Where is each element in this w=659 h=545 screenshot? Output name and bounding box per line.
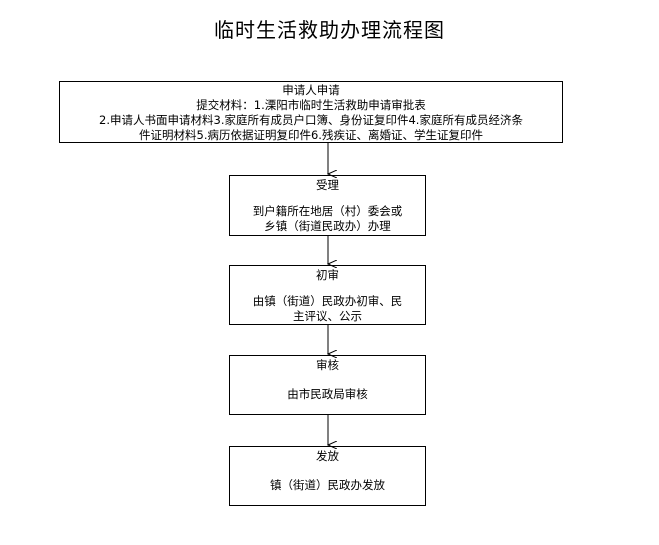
step-apply-line-2: 2.申请人书面申请材料3.家庭所有成员户口簿、身份证复印件4.家庭所有成员经济条 [99,113,523,127]
step-preliminary-review-box: 初审 由镇（街道）民政办初审、民主评议、公示 [229,265,426,325]
step-apply-box: 申请人申请 提交材料：1.溧阳市临时生活救助申请审批表 2.申请人书面申请材料3… [59,81,563,143]
step-accept-box: 受理 到户籍所在地居（村）委会或乡镇（街道民政办）办理 [229,175,426,236]
step-audit-text: 由市民政局审核 [287,387,368,401]
step-apply-title: 申请人申请 [282,83,340,97]
step-issue-title: 发放 [316,449,339,463]
step-issue-box: 发放 镇（街道）民政办发放 [229,446,426,506]
step-issue-text: 镇（街道）民政办发放 [270,478,385,492]
step-preliminary-review-title: 初审 [316,268,339,282]
step-audit-title: 审核 [316,358,339,372]
step-accept-text: 到户籍所在地居（村）委会或乡镇（街道民政办）办理 [252,204,403,233]
step-apply-line-1: 提交材料：1.溧阳市临时生活救助申请审批表 [196,98,426,112]
step-preliminary-review-text: 由镇（街道）民政办初审、民主评议、公示 [252,294,403,323]
diagram-title: 临时生活救助办理流程图 [214,18,445,42]
step-apply-line-3: 件证明材料5.病历依据证明复印件6.残疾证、离婚证、学生证复印件 [139,128,483,142]
step-audit-box: 审核 由市民政局审核 [229,355,426,415]
step-accept-title: 受理 [316,178,339,192]
